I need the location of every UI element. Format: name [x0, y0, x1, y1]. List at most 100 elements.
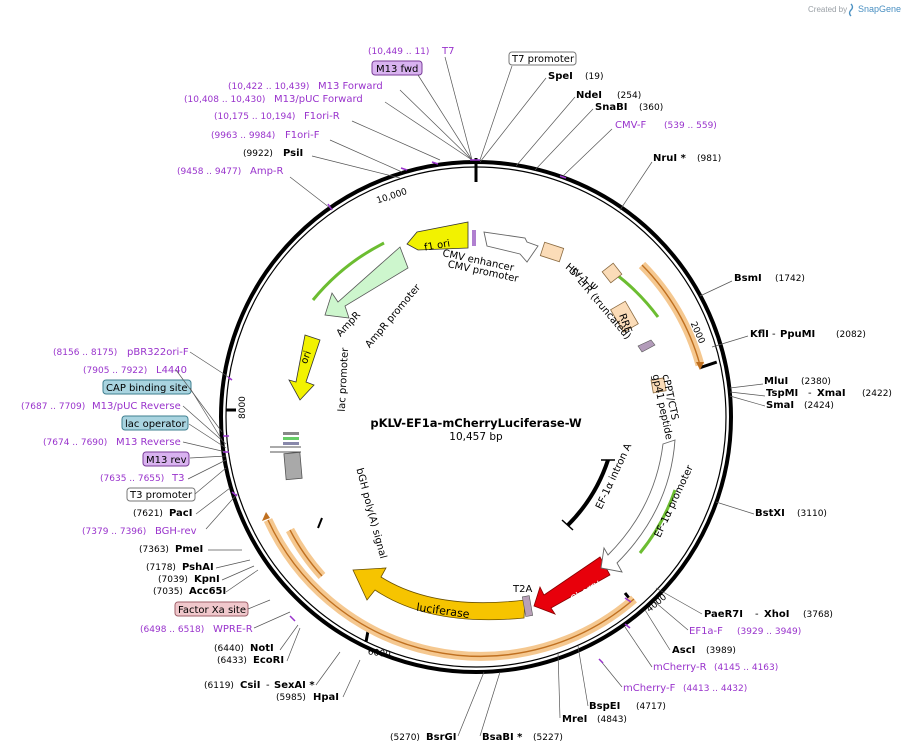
label-lac-operator[interactable]: lac operator: [121, 415, 189, 431]
svg-text:L4440: L4440: [156, 365, 187, 376]
enzyme-ascI[interactable]: AscI (3989): [672, 645, 736, 656]
enzyme-pacI[interactable]: (7621) PacI: [133, 508, 192, 519]
orf-green-ef1a: [638, 489, 677, 554]
enzyme-snaBI[interactable]: SnaBI (360): [595, 102, 663, 113]
primer-f1ori-r[interactable]: (10,175 .. 10,194) F1ori-R: [214, 111, 340, 122]
svg-text:NdeI: NdeI: [576, 90, 602, 101]
svg-text:(7635 .. 7655): (7635 .. 7655): [100, 474, 164, 484]
svg-text:(3768): (3768): [803, 610, 833, 620]
primer-cmv-f[interactable]: CMV-F (539 .. 559): [615, 120, 717, 131]
primer-f1ori-f[interactable]: (9963 .. 9984) F1ori-F: [211, 130, 320, 141]
svg-text:MreI: MreI: [562, 714, 587, 725]
enzyme-bspEI[interactable]: BspEI (4717): [589, 701, 666, 712]
svg-text:AscI: AscI: [672, 645, 695, 656]
svg-text:(9963 .. 9984): (9963 .. 9984): [211, 131, 275, 141]
enzyme-psiI[interactable]: (9922) PsiI: [243, 148, 303, 159]
enzyme-nruI[interactable]: NruI * (981): [653, 153, 721, 164]
label-m13-fwd[interactable]: M13 fwd: [371, 60, 423, 76]
svg-text:(7178): (7178): [146, 563, 176, 573]
label-factor-xa-site[interactable]: Factor Xa site: [174, 601, 249, 617]
f1-ori-label: f1 ori: [423, 238, 451, 253]
svg-text:PpuMI: PpuMI: [780, 329, 815, 340]
enzyme-kpnI[interactable]: (7039) KpnI: [158, 574, 220, 585]
svg-text:EcoRI: EcoRI: [253, 655, 284, 666]
enzyme-mluI[interactable]: MluI (2380): [764, 376, 831, 387]
enzyme-pshAI[interactable]: (7178) PshAI: [146, 562, 214, 573]
svg-text:(7905 .. 7922): (7905 .. 7922): [83, 366, 147, 376]
enzyme-paeR7I[interactable]: PaeR7I - XhoI (3768): [704, 609, 833, 620]
enzyme-speI[interactable]: SpeI (19): [548, 71, 603, 82]
primer-m13-puc-reverse[interactable]: (7687 .. 7709) M13/pUC Reverse: [21, 401, 181, 412]
label-cap-binding-site[interactable]: CAP binding site: [102, 379, 192, 395]
svg-text:SpeI: SpeI: [548, 71, 573, 82]
enzyme-tspMI[interactable]: TspMI - XmaI (2422): [766, 388, 892, 399]
svg-text:SexAI *: SexAI *: [274, 680, 315, 691]
svg-text:-: -: [755, 609, 759, 620]
svg-text:(5985): (5985): [276, 693, 306, 703]
cppt-arrow: [637, 339, 656, 353]
enzyme-bsmI[interactable]: BsmI (1742): [734, 273, 805, 284]
svg-text:Amp-R: Amp-R: [250, 166, 284, 177]
credit-brand: SnapGene: [858, 4, 901, 14]
enzyme-bstXI[interactable]: BstXI (3110): [755, 508, 827, 519]
svg-text:M13 Forward: M13 Forward: [318, 81, 383, 92]
lac-promoter-label: lac promoter: [337, 347, 351, 412]
svg-text:BspEI: BspEI: [589, 701, 620, 712]
enzyme-kflI[interactable]: KflI - PpuMI (2082): [750, 329, 866, 340]
enzyme-notI[interactable]: (6440) NotI: [214, 643, 274, 654]
svg-text:CsiI: CsiI: [240, 680, 260, 691]
primer-m13-puc-forward[interactable]: (10,408 .. 10,430) M13/pUC Forward: [184, 94, 363, 105]
primer-m13-reverse[interactable]: (7674 .. 7690) M13 Reverse: [43, 437, 181, 448]
label-t7-promoter[interactable]: T7 promoter: [508, 51, 577, 66]
hiv-psi-block: [601, 262, 623, 284]
svg-text:HpaI: HpaI: [313, 692, 339, 703]
label-t3-promoter[interactable]: T3 promoter: [126, 487, 196, 502]
svg-text:(10,422 .. 10,439): (10,422 .. 10,439): [228, 82, 309, 92]
primer-bgh-rev[interactable]: (7379 .. 7396) BGH-rev: [82, 526, 197, 537]
primer-l4440[interactable]: (7905 .. 7922) L4440: [83, 365, 187, 376]
svg-text:M13 fwd: M13 fwd: [376, 64, 418, 75]
enzyme-smaI[interactable]: SmaI (2424): [766, 400, 834, 411]
primer-wpre-r[interactable]: (6498 .. 6518) WPRE-R: [140, 624, 253, 635]
label-m13-rev[interactable]: M13 rev: [142, 451, 190, 467]
svg-text:F1ori-R: F1ori-R: [304, 111, 340, 122]
svg-text:(1742): (1742): [775, 274, 805, 284]
enzyme-csiI[interactable]: (6119) CsiI - SexAI *: [204, 680, 315, 691]
enzyme-acc65I[interactable]: (7035) Acc65I: [153, 586, 226, 597]
plasmid-name: pKLV-EF1a-mCherryLuciferase-W: [370, 416, 582, 430]
primer-t3[interactable]: (7635 .. 7655) T3: [100, 473, 184, 484]
svg-text:(7621): (7621): [133, 509, 163, 519]
svg-text:(2082): (2082): [836, 330, 866, 340]
svg-text:(8156 .. 8175): (8156 .. 8175): [53, 348, 117, 358]
svg-text:(10,175 .. 10,194): (10,175 .. 10,194): [214, 112, 295, 122]
bgh-polya-label: bGH poly(A) signal: [353, 467, 388, 560]
svg-text:M13 Reverse: M13 Reverse: [116, 437, 181, 448]
ef1a-intron-arc: [566, 459, 610, 527]
svg-text:(981): (981): [697, 154, 721, 164]
enzyme-bsaBI[interactable]: BsaBI * (5227): [482, 732, 563, 743]
primer-mcherry-f[interactable]: mCherry-F (4413 .. 4432): [623, 683, 747, 694]
ampr-promoter-label: AmpR promoter: [364, 282, 424, 351]
primer-amp-r[interactable]: (9458 .. 9477) Amp-R: [177, 166, 284, 177]
enzyme-bsrGI[interactable]: (5270) BsrGI: [390, 732, 456, 743]
primer-m13-forward[interactable]: (10,422 .. 10,439) M13 Forward: [228, 81, 383, 92]
bgh-polya-block: [283, 451, 303, 481]
enzyme-hpaI[interactable]: (5985) HpaI: [276, 692, 339, 703]
enzyme-ndeI[interactable]: NdeI (254): [576, 90, 641, 101]
primer-t7[interactable]: (10,449 .. 11) T7: [368, 46, 454, 57]
svg-text:-: -: [266, 680, 270, 691]
svg-text:KflI: KflI: [750, 329, 769, 340]
svg-text:(4843): (4843): [597, 715, 627, 725]
primer-ef1a-f[interactable]: EF1a-F (3929 .. 3949): [689, 626, 801, 637]
svg-text:T7 promoter: T7 promoter: [511, 54, 575, 65]
enzyme-mreI[interactable]: MreI (4843): [562, 714, 627, 725]
primer-pbr322ori-f[interactable]: (8156 .. 8175) pBR322ori-F: [53, 347, 189, 358]
svg-text:(9458 .. 9477): (9458 .. 9477): [177, 167, 241, 177]
svg-text:(10,449 .. 11): (10,449 .. 11): [368, 47, 429, 57]
primer-mcherry-r[interactable]: mCherry-R (4145 .. 4163): [653, 662, 778, 673]
enzyme-pmeI[interactable]: (7363) PmeI: [139, 544, 203, 555]
t2a-block: [521, 595, 534, 617]
svg-text:EF1a-F: EF1a-F: [689, 626, 723, 637]
enzyme-ecoRI[interactable]: (6433) EcoRI: [217, 655, 284, 666]
svg-text:lac operator: lac operator: [125, 419, 186, 430]
